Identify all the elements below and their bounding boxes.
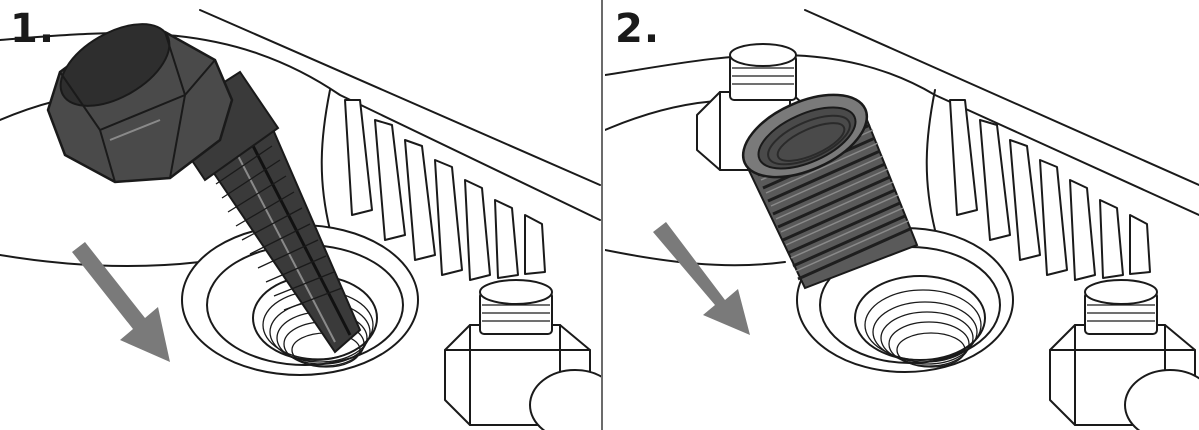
hex-bolt [444,279,601,430]
step-2-panel: 2. [605,0,1199,430]
hex-bolt [1049,279,1199,430]
step-1-illustration [0,9,601,430]
direction-arrow [653,222,750,335]
direction-arrow [72,242,170,362]
panel-divider [601,0,603,430]
step-1-label: 1. [10,6,56,52]
cooling-fins [949,99,1151,281]
step-1-panel: 1. [0,6,601,430]
cooling-fins [344,99,546,281]
threaded-hole [796,227,1014,373]
thread-extractor-tool [46,23,362,354]
thread-insert [741,93,919,290]
step-2-label: 2. [615,6,661,52]
step-2-illustration [605,9,1199,430]
